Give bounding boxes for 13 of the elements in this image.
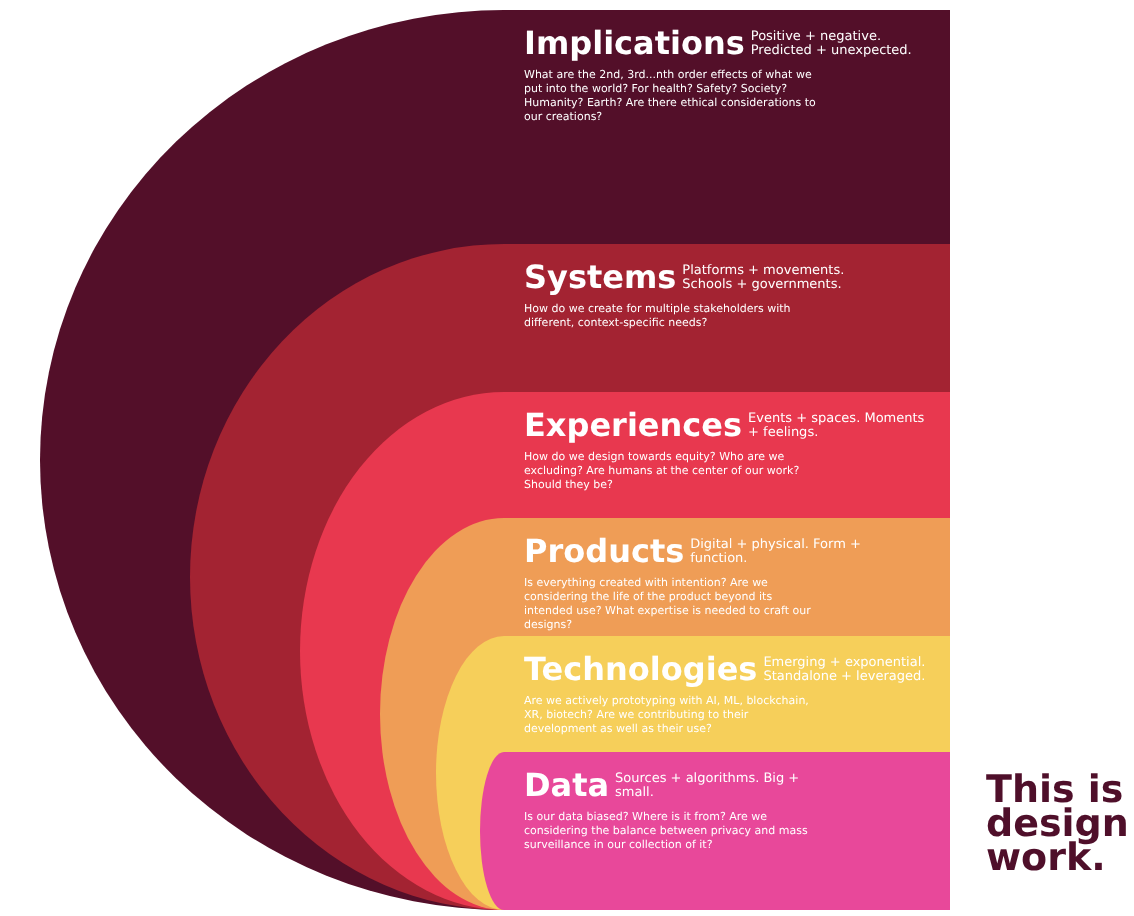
- slogan: This is design work.: [986, 774, 1126, 876]
- arc-band: [436, 636, 950, 910]
- arc-band: [190, 244, 950, 910]
- arc-band: [40, 10, 950, 910]
- band-heading: Experiences: [524, 408, 743, 444]
- band-heading: Data: [524, 768, 610, 804]
- band-heading: Systems: [524, 260, 677, 296]
- band-heading: Implications: [524, 26, 745, 62]
- band-heading: Products: [524, 534, 685, 570]
- arc-band: [300, 392, 950, 910]
- arc-band: [380, 518, 950, 910]
- arc-band: [480, 752, 950, 910]
- band-heading: Technologies: [524, 652, 758, 688]
